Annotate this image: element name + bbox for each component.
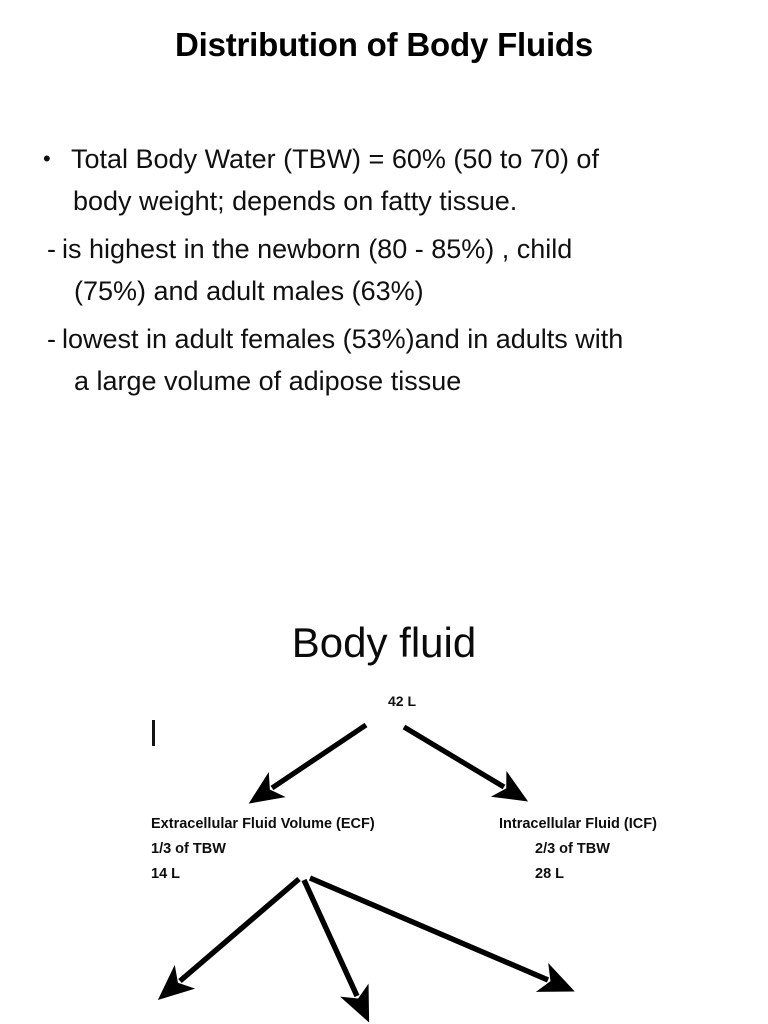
node-extracellular-fluid: Extracellular Fluid Volume (ECF) 1/3 of …: [151, 812, 375, 887]
paragraph-text: Total Body Water (TBW) = 60% (50 to 70) …: [38, 138, 738, 222]
cut-off-text-row: [0, 1018, 768, 1024]
node-title: Intracellular Fluid (ICF): [499, 816, 657, 832]
paragraph-text: is highest in the newborn (80 - 85%) , c…: [38, 228, 738, 312]
vertical-tick-mark: [152, 720, 155, 746]
body-fluid-tree-diagram: Body fluid 42 L Extracellular Fluid Volu…: [0, 600, 768, 1024]
paragraph-line-1: lowest in adult females (53%)and in adul…: [62, 324, 624, 354]
arrow-ecf-to-middle-branch: [301, 878, 370, 1023]
arrow-root-to-ecf: [248, 722, 368, 804]
arrow-ecf-to-left-branch: [157, 876, 301, 1000]
dash-marker: -: [47, 324, 56, 354]
node-intracellular-fluid: Intracellular Fluid (ICF) 2/3 of TBW 28 …: [499, 812, 657, 887]
paragraph-line-1: Total Body Water (TBW) = 60% (50 to 70) …: [71, 144, 599, 174]
paragraph-line-2: a large volume of adipose tissue: [74, 366, 462, 396]
node-volume: 14 L: [151, 866, 181, 882]
page-title: Distribution of Body Fluids: [174, 26, 594, 63]
body-text-block: • Total Body Water (TBW) = 60% (50 to 70…: [38, 138, 738, 404]
node-title: Extracellular Fluid Volume (ECF): [151, 816, 375, 832]
arrow-ecf-to-right-branch: [308, 875, 575, 992]
paragraph-line-2: (75%) and adult males (63%): [74, 276, 424, 306]
node-fraction: 2/3 of TBW: [535, 841, 610, 857]
arrow-root-to-icf: [402, 724, 529, 802]
paragraph-text: lowest in adult females (53%)and in adul…: [38, 318, 738, 402]
dash-paragraph-2: - lowest in adult females (53%)and in ad…: [38, 318, 738, 402]
node-fraction: 1/3 of TBW: [151, 841, 226, 857]
paragraph-line-2: body weight; depends on fatty tissue.: [73, 186, 518, 216]
paragraph-line-1: is highest in the newborn (80 - 85%) , c…: [62, 234, 573, 264]
bullet-paragraph-1: • Total Body Water (TBW) = 60% (50 to 70…: [38, 138, 738, 222]
bullet-marker: •: [43, 146, 51, 171]
root-node-value: 42 L: [387, 693, 416, 709]
diagram-title: Body fluid: [291, 619, 477, 666]
dash-paragraph-1: - is highest in the newborn (80 - 85%) ,…: [38, 228, 738, 312]
dash-marker: -: [47, 234, 56, 264]
node-volume: 28 L: [535, 866, 565, 882]
